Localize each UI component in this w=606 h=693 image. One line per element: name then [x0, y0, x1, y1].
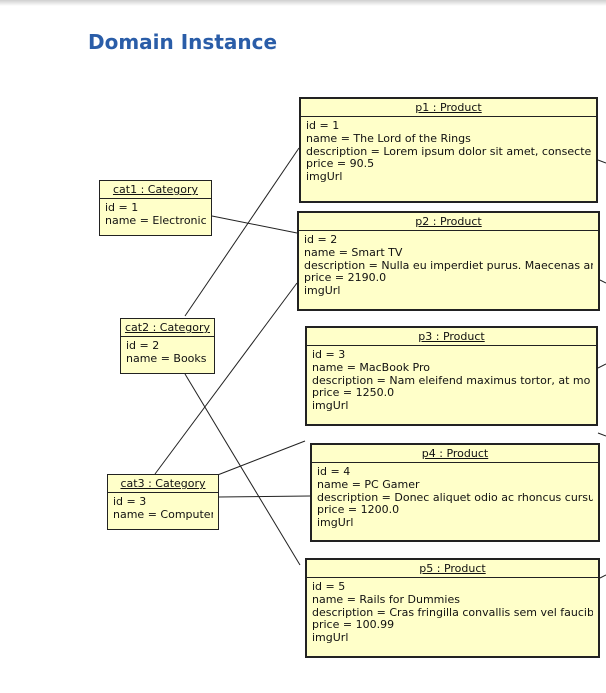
- object-attribute: name = Computers: [113, 508, 213, 521]
- object-attribute: id = 2: [304, 234, 338, 246]
- page-title: Domain Instance: [88, 30, 278, 54]
- product-box-p2: p2 : Product id = 2 name = Smart TV desc…: [297, 211, 600, 311]
- link-p1-offpage: [597, 159, 606, 164]
- object-attribute: name = Rails for Dummies: [312, 593, 460, 606]
- object-attribute: id = 1: [306, 120, 340, 132]
- link-cat2-p1: [184, 147, 300, 317]
- link-p2-offpage: [599, 279, 606, 284]
- object-title: p4 : Product: [312, 445, 598, 463]
- object-attribute: price = 1250.0: [312, 387, 395, 400]
- object-attribute: price = 2190.0: [304, 272, 387, 285]
- product-box-p3: p3 : Product id = 3 name = MacBook Pro d…: [305, 326, 598, 426]
- object-attribute: description = Nam eleifend maximus torto…: [312, 374, 591, 387]
- object-attribute: id = 5: [312, 581, 346, 593]
- object-attribute: name = PC Gamer: [317, 478, 420, 491]
- object-attribute: imgUrl: [312, 632, 349, 645]
- object-title: p5 : Product: [307, 560, 598, 578]
- product-box-p4: p4 : Product id = 4 name = PC Gamer desc…: [310, 443, 600, 542]
- object-attribute: description = Cras fringilla convallis s…: [312, 606, 593, 619]
- object-title: p1 : Product: [301, 99, 596, 117]
- product-box-p1: p1 : Product id = 1 name = The Lord of t…: [299, 97, 598, 203]
- object-attribute: price = 90.5: [306, 158, 375, 171]
- top-rule: [0, 0, 606, 6]
- link-cat1-p2: [211, 215, 298, 234]
- link-p3-offpage-a: [597, 363, 606, 369]
- object-attribute: id = 1: [105, 202, 139, 214]
- object-title: cat2 : Category: [121, 319, 214, 337]
- category-box-cat3: cat3 : Category id = 3 name = Computers: [107, 474, 219, 530]
- object-attribute: imgUrl: [306, 171, 343, 184]
- object-attribute: description = Lorem ipsum dolor sit amet…: [306, 145, 591, 158]
- object-attribute: name = Smart TV: [304, 246, 403, 259]
- link-cat2-p5: [184, 373, 301, 566]
- object-attribute: name = Electronics: [105, 214, 206, 227]
- object-attribute: imgUrl: [312, 400, 349, 413]
- link-cat3-p2: [154, 282, 298, 475]
- object-title: cat3 : Category: [108, 475, 218, 493]
- product-box-p5: p5 : Product id = 5 name = Rails for Dum…: [305, 558, 600, 658]
- object-attribute: price = 1200.0: [317, 504, 400, 517]
- object-title: p3 : Product: [307, 328, 596, 346]
- object-title: p2 : Product: [299, 213, 598, 231]
- object-attribute: imgUrl: [304, 285, 341, 298]
- object-attribute: id = 3: [312, 349, 346, 361]
- object-attribute: id = 2: [126, 340, 160, 352]
- link-cat3-p4: [217, 495, 311, 498]
- object-attribute: price = 100.99: [312, 619, 395, 632]
- link-p5-offpage: [599, 574, 606, 579]
- object-attribute: name = The Lord of the Rings: [306, 132, 471, 145]
- category-box-cat1: cat1 : Category id = 1 name = Electronic…: [99, 180, 212, 236]
- object-attribute: id = 4: [317, 466, 351, 478]
- link-p3-offpage-b: [597, 432, 606, 437]
- object-title: cat1 : Category: [100, 181, 211, 199]
- object-attribute: description = Nulla eu imperdiet purus. …: [304, 259, 593, 272]
- category-box-cat2: cat2 : Category id = 2 name = Books: [120, 318, 215, 374]
- object-attribute: imgUrl: [317, 517, 354, 530]
- object-attribute: name = MacBook Pro: [312, 361, 431, 374]
- link-cat3-p3: [214, 440, 306, 477]
- object-attribute: id = 3: [113, 496, 147, 508]
- object-attribute: description = Donec aliquet odio ac rhon…: [317, 491, 593, 504]
- object-attribute: name = Books: [126, 352, 207, 365]
